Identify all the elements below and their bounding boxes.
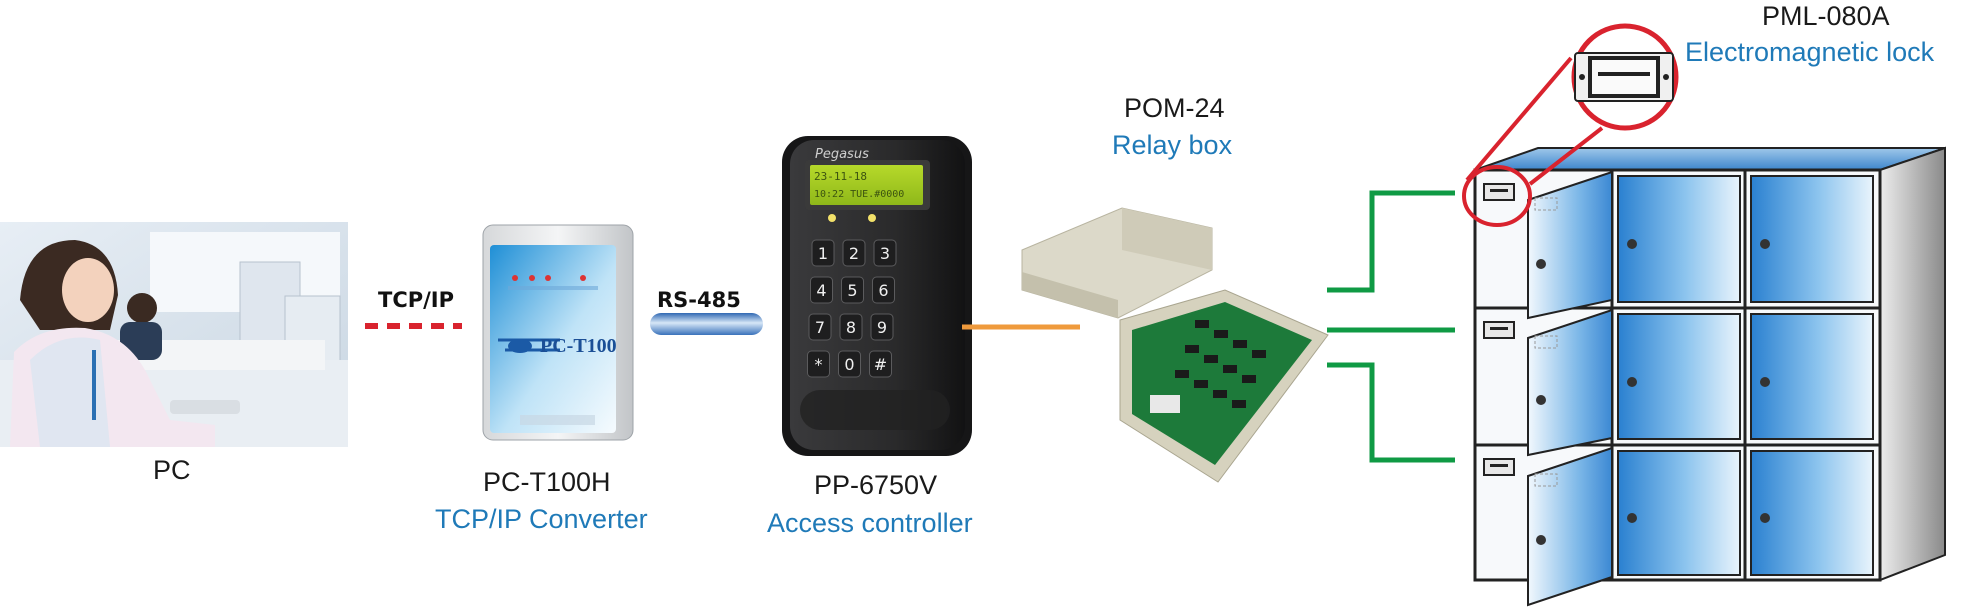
rs485-link <box>650 313 763 335</box>
keypad-key-label: 2 <box>849 244 859 263</box>
keypad-key <box>872 276 895 304</box>
converter-panel-text: PC-T100 <box>540 335 617 357</box>
pc-label: PC <box>153 455 191 485</box>
keypad-key <box>873 239 897 267</box>
tcpip-link-label: TCP/IP <box>378 288 455 312</box>
controller-brand: Pegasus <box>815 147 869 162</box>
locker-cabinet <box>1473 146 1946 607</box>
relay-name-label: POM-24 <box>1124 93 1225 123</box>
keypad-key <box>807 350 830 378</box>
keypad-key-label: 7 <box>815 318 825 337</box>
keypad-key-label: # <box>874 355 887 374</box>
relay-role-label: Relay box <box>1112 130 1233 160</box>
keypad-key-label: 5 <box>847 281 857 300</box>
controller-role-label: Access controller <box>767 508 973 538</box>
keypad-key-label: 3 <box>880 244 890 263</box>
keypad-key <box>838 350 861 378</box>
keypad-key <box>811 239 835 267</box>
rs485-link-label: RS-485 <box>657 288 741 312</box>
keypad-key <box>870 313 894 341</box>
keypad-key <box>808 313 832 341</box>
pc-photo <box>0 222 348 447</box>
converter-role-label: TCP/IP Converter <box>435 504 648 534</box>
keypad-key-label: 8 <box>846 318 856 337</box>
keypad-key <box>810 276 833 304</box>
converter-device <box>482 224 634 441</box>
keypad-key <box>839 313 863 341</box>
keypad-key <box>841 276 864 304</box>
keypad-key-label: 0 <box>844 355 854 374</box>
keypad-key-label: 1 <box>818 244 828 263</box>
converter-name-label: PC-T100H <box>483 467 611 497</box>
lock-name-label: PML-080A <box>1762 1 1890 31</box>
keypad-key-label: 4 <box>816 281 826 300</box>
keypad-key <box>869 350 892 378</box>
keypad-key <box>842 239 866 267</box>
keypad-key-label: * <box>815 355 823 374</box>
keypad-key-label: 9 <box>877 318 887 337</box>
relay-box-device <box>1021 207 1329 483</box>
relay-locker-links <box>1327 190 1455 463</box>
lock-zoom-callout <box>1462 23 1679 227</box>
controller-keypad: 1 2 3 4 5 6 7 8 9 * 0 # <box>807 239 897 378</box>
lock-role-label: Electromagnetic lock <box>1685 37 1935 67</box>
controller-lcd-line2: 10:22 TUE.#0000 <box>814 189 904 200</box>
controller-name-label: PP-6750V <box>814 470 938 500</box>
controller-lcd-line1: 23-11-18 <box>814 170 867 183</box>
keypad-key-label: 6 <box>878 281 888 300</box>
